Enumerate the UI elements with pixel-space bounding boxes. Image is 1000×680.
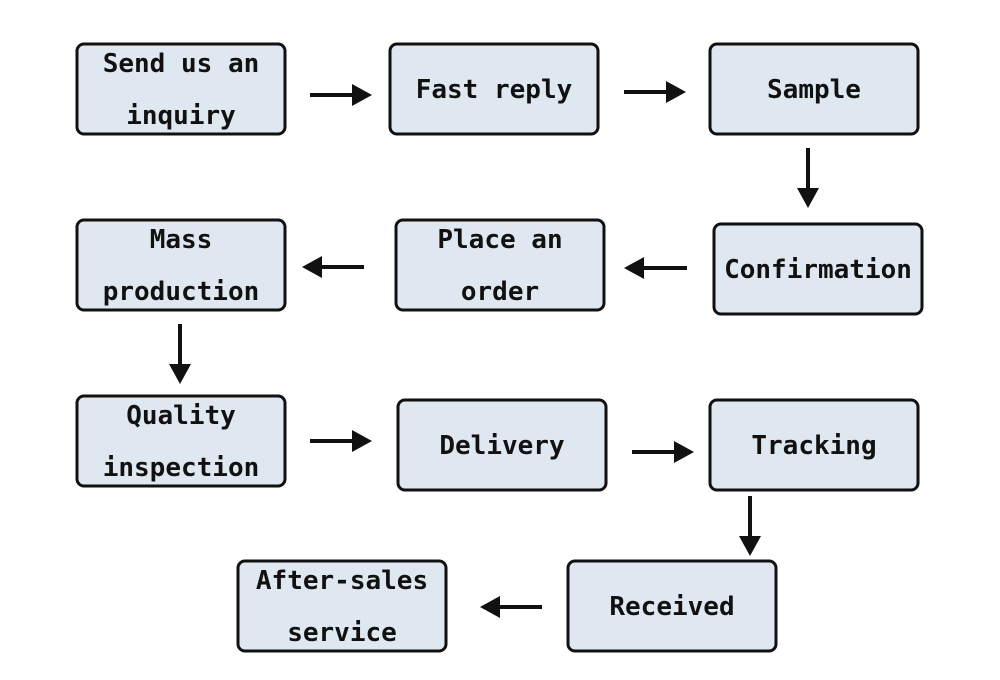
arrows-layer: [169, 81, 819, 618]
step-quality-inspection: Quality inspection: [75, 394, 287, 488]
arrow-head: [674, 441, 694, 463]
arrow-head: [480, 596, 500, 618]
arrow-head: [352, 84, 372, 106]
arrow-mass-production-to-quality-inspection: [169, 324, 191, 384]
arrow-sample-to-confirmation: [797, 148, 819, 208]
step-place-order: Place an order: [394, 218, 606, 312]
step-box: [396, 398, 608, 492]
step-label: Tracking: [751, 431, 876, 461]
step-label: order: [461, 277, 539, 307]
step-box: [566, 559, 778, 653]
arrow-head: [352, 430, 372, 452]
arrow-head: [739, 536, 761, 556]
step-label: service: [287, 618, 397, 648]
step-fast-reply: Fast reply: [388, 42, 600, 136]
step-label: Confirmation: [724, 255, 912, 285]
arrow-quality-inspection-to-delivery: [310, 430, 372, 452]
step-box: [388, 42, 600, 136]
step-label: Place an: [437, 225, 562, 255]
step-tracking: Tracking: [708, 398, 920, 492]
step-label: After-sales: [256, 566, 428, 596]
step-label: Quality: [126, 401, 236, 431]
step-box: [75, 218, 287, 312]
step-label: inspection: [103, 453, 260, 483]
step-label: Received: [609, 592, 734, 622]
arrow-place-order-to-mass-production: [302, 256, 364, 278]
step-box: [708, 398, 920, 492]
step-box: [712, 222, 924, 316]
step-mass-production: Mass production: [75, 218, 287, 312]
arrow-confirmation-to-place-order: [624, 257, 687, 279]
step-label: production: [103, 277, 260, 307]
step-label: inquiry: [126, 101, 236, 131]
step-box: [75, 394, 287, 488]
arrow-inquiry-to-fast-reply: [310, 84, 372, 106]
arrow-head: [797, 188, 819, 208]
arrow-head: [624, 257, 644, 279]
step-label: Delivery: [439, 431, 564, 461]
arrow-head: [302, 256, 322, 278]
arrow-delivery-to-tracking: [632, 441, 694, 463]
arrow-received-to-after-sales: [480, 596, 542, 618]
step-label: Fast reply: [416, 75, 573, 105]
step-box: [75, 42, 287, 136]
step-box: [394, 218, 606, 312]
step-delivery: Delivery: [396, 398, 608, 492]
arrow-head: [169, 364, 191, 384]
step-box: [236, 559, 448, 653]
step-after-sales: After-sales service: [236, 559, 448, 653]
step-label: Mass: [150, 225, 213, 255]
step-sample: Sample: [708, 42, 920, 136]
arrow-head: [666, 81, 686, 103]
step-confirmation: Confirmation: [712, 222, 924, 316]
step-received: Received: [566, 559, 778, 653]
step-label: Send us an: [103, 49, 260, 79]
boxes-layer: Send us an inquiry Fast reply SampleConfirm…: [75, 42, 924, 653]
step-label: Sample: [767, 75, 861, 105]
arrow-tracking-to-received: [739, 496, 761, 556]
arrow-fast-reply-to-sample: [624, 81, 686, 103]
step-inquiry: Send us an inquiry: [75, 42, 287, 136]
step-box: [708, 42, 920, 136]
